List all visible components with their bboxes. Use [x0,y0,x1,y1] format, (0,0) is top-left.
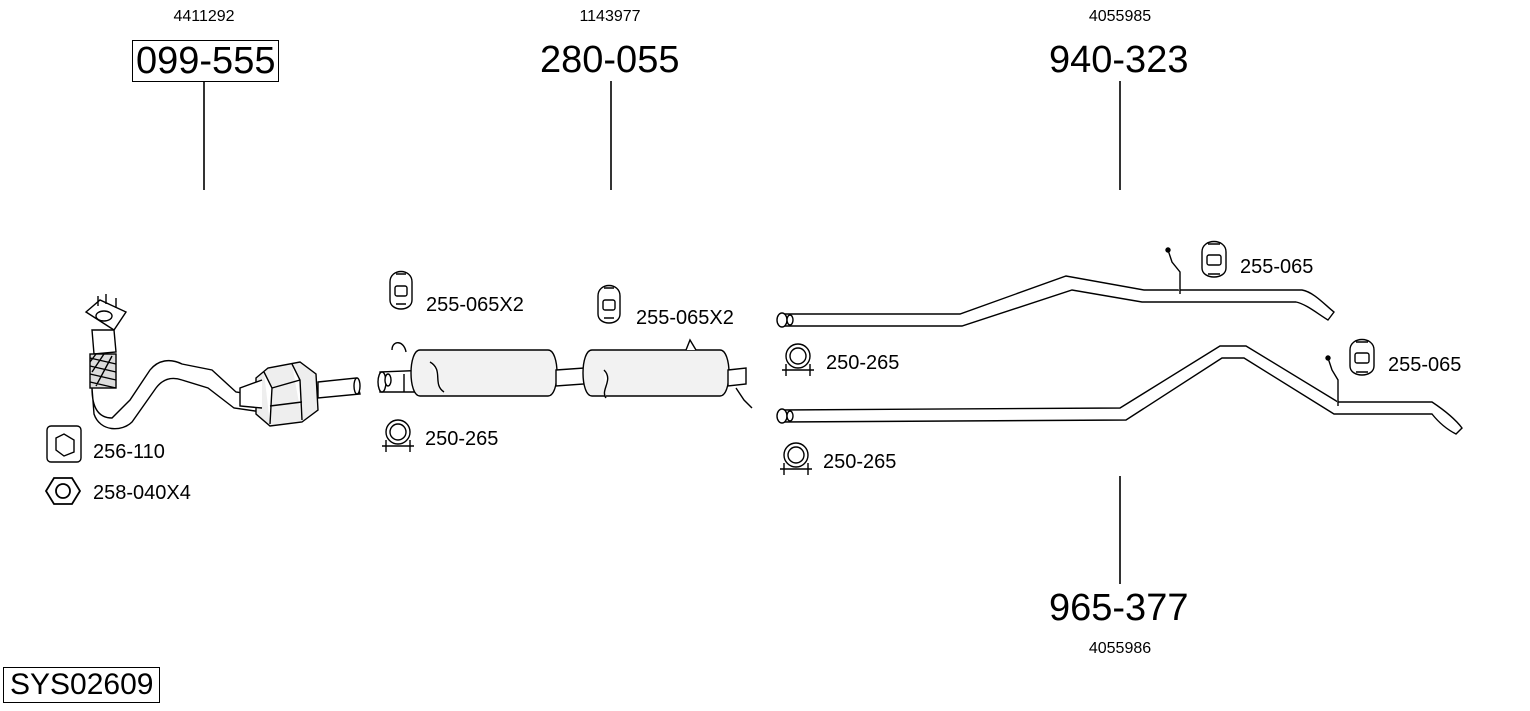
upper-rear-pipe-drawing [776,247,1335,328]
catalytic-converter-drawing [84,294,361,430]
pipe-clamp-icon [782,343,814,376]
lower-rear-pipe-drawing [776,345,1463,435]
hanger-label-1[interactable]: 255-065X2 [426,294,524,316]
part-number-280-055[interactable]: 280-055 [540,39,680,81]
clamp-label-2[interactable]: 250-265 [826,352,900,374]
rubber-hanger-icon [597,284,621,324]
hanger-label-2[interactable]: 255-065X2 [636,307,734,329]
oe-number-4055985: 4055985 [1088,8,1152,25]
gasket-label[interactable]: 256-110 [93,441,165,463]
hanger-label-3[interactable]: 255-065 [1240,256,1314,278]
part-number-965-377[interactable]: 965-377 [1049,587,1189,629]
part-number-099-555[interactable]: 099-555 [132,40,280,82]
middle-silencer-drawing [377,338,753,409]
oe-number-1143977: 1143977 [579,8,641,25]
clamp-label-3[interactable]: 250-265 [823,451,897,473]
oe-number-4411292: 4411292 [173,8,235,25]
rubber-hanger-icon [1349,338,1375,376]
oe-number-4055986: 4055986 [1088,640,1152,657]
pipe-clamp-icon [382,419,414,452]
clamp-label-1[interactable]: 250-265 [425,428,499,450]
system-id-label: SYS02609 [3,667,161,703]
part-number-940-323[interactable]: 940-323 [1049,39,1189,81]
hanger-label-4[interactable]: 255-065 [1388,354,1462,376]
nut-icon [44,477,82,505]
pipe-clamp-icon [780,442,812,475]
gasket-icon [46,425,82,463]
rubber-hanger-icon [389,270,413,310]
nut-label[interactable]: 258-040X4 [93,482,191,504]
rubber-hanger-icon [1201,240,1227,278]
